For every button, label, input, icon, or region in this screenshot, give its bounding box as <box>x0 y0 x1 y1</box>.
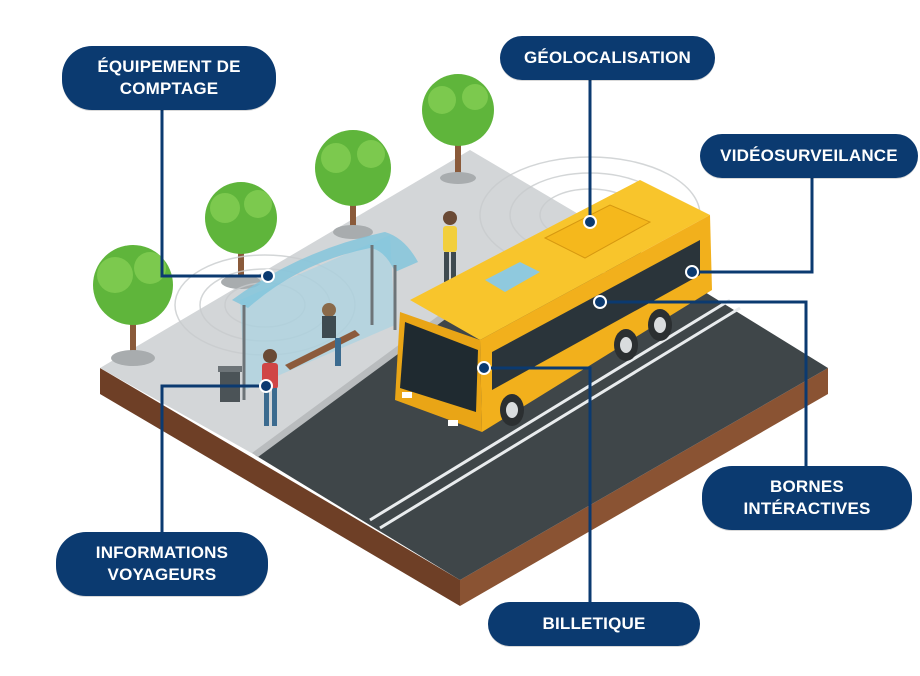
trees <box>93 74 494 366</box>
label-geolocalisation-text: GÉOLOCALISATION <box>523 47 691 67</box>
label-billetique-text: BILLETIQUE <box>542 613 646 633</box>
dot-geo <box>583 215 597 229</box>
connector-video <box>692 176 814 274</box>
tree-3 <box>315 130 391 239</box>
pedestrians <box>262 211 457 426</box>
connector-comptage <box>160 108 268 278</box>
connector-bornes <box>600 300 808 466</box>
connector-dots <box>259 215 699 393</box>
label-videosurveillance: VIDÉOSURVEILANCE <box>700 134 918 178</box>
label-equipement-comptage: ÉQUIPEMENT DE COMPTAGE <box>62 46 276 110</box>
tree-1 <box>93 245 173 366</box>
connector-billet <box>484 366 592 602</box>
bus <box>395 180 712 432</box>
label-bornes-interactives: BORNES INTÉRACTIVES <box>702 466 912 530</box>
dot-video <box>685 265 699 279</box>
label-billetique: BILLETIQUE <box>488 602 700 646</box>
dot-info <box>259 379 273 393</box>
label-bornes-interactives-text: BORNES INTÉRACTIVES <box>743 476 871 518</box>
connectors <box>160 78 814 602</box>
tree-2 <box>205 182 277 289</box>
label-geolocalisation: GÉOLOCALISATION <box>500 36 715 80</box>
label-equipement-comptage-text: ÉQUIPEMENT DE COMPTAGE <box>97 56 241 98</box>
label-informations-voyageurs: INFORMATIONS VOYAGEURS <box>56 532 268 596</box>
dot-billet <box>477 361 491 375</box>
dot-comptage <box>261 269 275 283</box>
bus-shelter <box>218 232 418 402</box>
label-videosurveillance-text: VIDÉOSURVEILANCE <box>720 145 898 165</box>
label-informations-voyageurs-text: INFORMATIONS VOYAGEURS <box>95 542 229 584</box>
dot-bornes <box>593 295 607 309</box>
tree-4 <box>422 74 494 184</box>
connector-info <box>160 384 266 534</box>
